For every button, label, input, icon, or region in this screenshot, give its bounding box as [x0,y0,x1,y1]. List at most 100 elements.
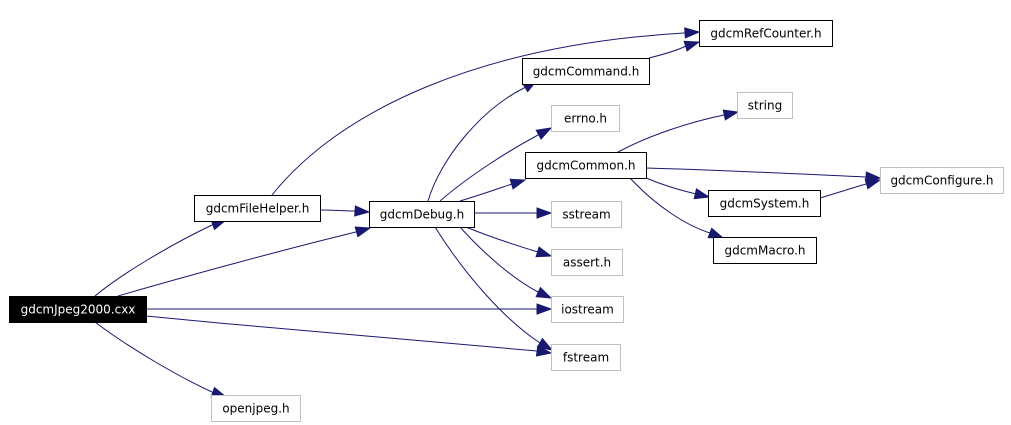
node-label: sstream [562,208,610,222]
edge-line [617,114,725,153]
node-box [708,190,821,217]
node-label: string [748,99,782,113]
edge-line [271,32,685,196]
edge-debug-to-sstream [474,207,553,219]
edge-line [434,226,541,344]
arrowhead-icon [535,345,553,357]
node-command[interactable]: gdcmCommand.h [522,58,650,85]
node-box [713,237,817,264]
node-string: string [737,92,793,119]
edge-line [427,87,525,202]
edge-line-end [523,86,526,89]
edge-line [645,167,867,178]
node-box [551,296,624,323]
node-label: gdcmConfigure.h [890,174,993,188]
node-box [551,105,620,132]
node-iostream: iostream [551,296,624,323]
edge-line [629,177,711,234]
node-box [551,344,621,371]
edge-debug-to-common [459,178,527,202]
edge-line [819,183,867,199]
node-common[interactable]: gdcmCommon.h [525,152,647,179]
edge-jpeg2000-to-openjpeg [94,321,228,398]
edge-line [117,231,357,297]
node-label: gdcmJpeg2000.cxx [21,303,136,317]
edge-debug-to-iostream [459,226,553,299]
node-assert: assert.h [551,249,623,276]
node-debug[interactable]: gdcmDebug.h [369,201,475,228]
node-errno: errno.h [551,105,620,132]
arrowhead-icon [536,207,553,219]
node-box [211,395,301,422]
edge-line [145,315,538,352]
edge-common-to-string [617,109,740,153]
arrowhead-icon [693,188,711,200]
node-label: openjpeg.h [222,402,289,416]
node-label: gdcmSystem.h [720,197,810,211]
nodes-layer: gdcmJpeg2000.cxx gdcmFileHelper.h gdcmRefC… [9,20,1004,422]
edge-filehelper-to-refcounter [271,27,701,196]
node-jpeg2000: gdcmJpeg2000.cxx [9,296,147,323]
node-label: gdcmRefCounter.h [710,27,821,41]
edge-line [439,134,539,202]
edge-line [645,177,697,195]
edge-system-to-configure [819,178,882,199]
node-label: gdcmCommon.h [537,159,636,173]
node-label: gdcmFileHelper.h [206,202,310,216]
edge-jpeg2000-to-fstream [145,315,553,357]
arrowhead-icon [722,109,740,121]
edge-common-to-system [645,177,711,200]
node-box [551,201,622,228]
edge-line [459,226,539,293]
edge-debug-to-errno [439,127,553,202]
node-configure: gdcmConfigure.h [880,167,1004,194]
node-box [369,201,475,228]
node-sstream: sstream [551,201,622,228]
node-macro[interactable]: gdcmMacro.h [713,237,817,264]
arrowhead-icon [707,227,725,239]
node-label: gdcmDebug.h [380,208,464,222]
edge-line [465,226,539,253]
edge-line [94,321,213,393]
node-fstream: fstream [551,344,621,371]
arrowhead-icon [683,40,701,52]
node-label: errno.h [564,112,607,126]
node-label: gdcmMacro.h [724,244,805,258]
node-box [551,249,623,276]
edge-line [459,183,513,202]
arrowhead-icon [354,226,372,238]
edge-command-to-refcounter [648,40,701,59]
edge-line [648,45,687,59]
arrowhead-icon [535,127,553,140]
node-refcounter[interactable]: gdcmRefCounter.h [699,20,833,47]
node-box [699,20,833,47]
edge-debug-to-fstream [434,226,554,351]
node-openjpeg: openjpeg.h [211,395,301,422]
arrowhead-icon [864,178,882,190]
arrowhead-icon [684,27,701,39]
arrowhead-icon [509,178,527,190]
edge-line [94,224,213,297]
node-label: assert.h [563,256,611,270]
node-system[interactable]: gdcmSystem.h [708,190,821,217]
arrowhead-icon [535,286,553,299]
arrowhead-icon [536,303,553,315]
node-box [880,167,1004,194]
node-box [194,195,321,222]
edges-layer [94,27,882,398]
edge-debug-to-assert [465,226,553,258]
edge-line [319,209,356,212]
node-box [9,296,147,323]
node-label: fstream [563,351,609,365]
node-label: gdcmCommand.h [533,65,640,79]
node-box [525,152,647,179]
edge-jpeg2000-to-debug [117,226,372,297]
arrowhead-icon [354,205,371,217]
node-filehelper[interactable]: gdcmFileHelper.h [194,195,321,222]
arrowhead-icon [535,246,553,258]
edge-filehelper-to-debug [319,205,371,217]
edge-common-to-configure [645,167,882,183]
node-label: iostream [561,303,614,317]
node-box [737,92,793,119]
